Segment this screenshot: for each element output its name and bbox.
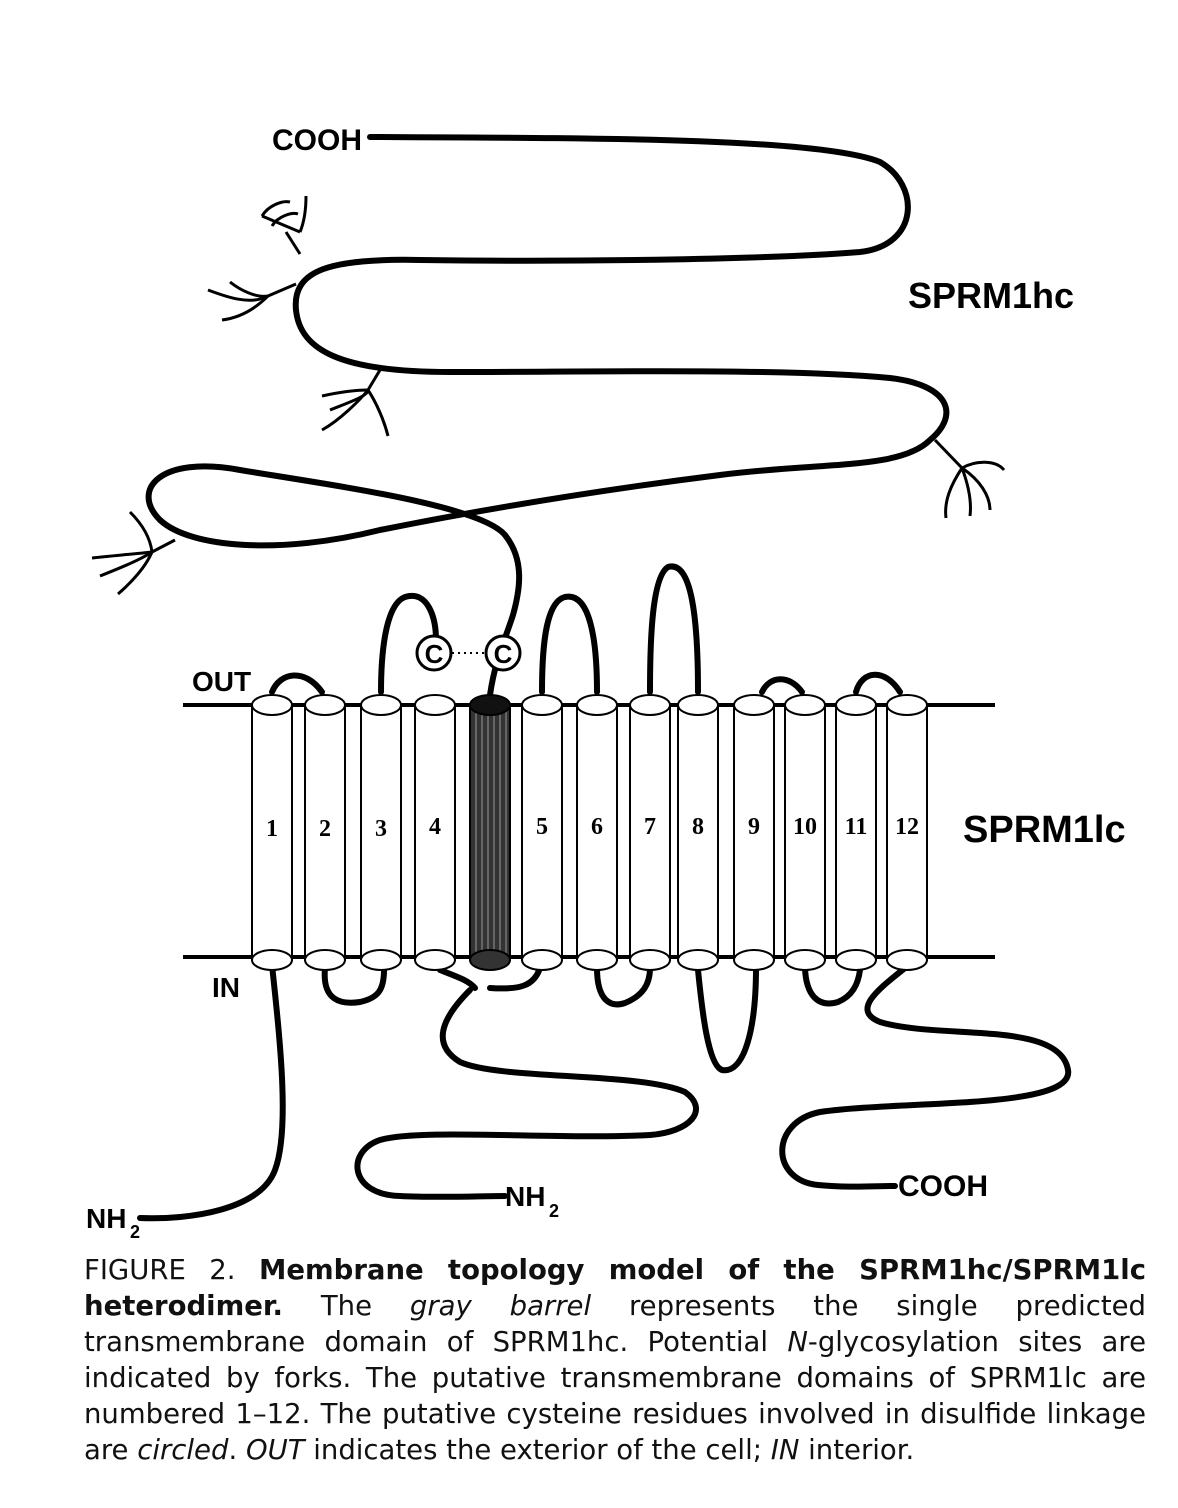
svg-text:NH: NH <box>505 1181 545 1212</box>
lc-extracellular-loops <box>269 563 903 695</box>
tm-number-4: 4 <box>429 814 441 840</box>
cysteine-circle-hc: C <box>484 634 522 672</box>
sprm1hc-label: SPRM1hc <box>908 275 1074 316</box>
cooh-top-label: COOH <box>272 124 362 157</box>
lc-intracellular-loops <box>137 962 1072 1222</box>
hc-barrel <box>469 694 511 971</box>
tm-number-12: 12 <box>895 814 919 840</box>
cooh-bottom-label: COOH <box>898 1170 988 1203</box>
figure-title: Membrane topology model of the SPRM1hc/S… <box>84 1254 1146 1322</box>
svg-text:2: 2 <box>130 1222 140 1240</box>
tm-number-7: 7 <box>644 814 656 840</box>
tm-number-2: 2 <box>319 816 331 842</box>
tm-numbers: 1 2 3 4 5 6 7 8 9 10 11 12 <box>266 814 919 842</box>
nh2-left-label: NH 2 <box>86 1203 140 1240</box>
glycosylation-fork-4 <box>91 510 176 596</box>
glycosylation-fork-2 <box>207 280 297 322</box>
tm-number-6: 6 <box>591 814 603 840</box>
svg-text:C: C <box>425 639 444 669</box>
glycosylation-fork-5 <box>933 438 1006 519</box>
svg-text:NH: NH <box>86 1203 126 1234</box>
figure-number: FIGURE 2. <box>84 1254 236 1286</box>
tm-number-8: 8 <box>692 814 704 840</box>
topology-diagram: C C 1 2 3 4 5 6 7 8 9 10 11 12 COOH SPRM… <box>86 124 1126 1240</box>
glycosylation-fork-3 <box>321 369 390 437</box>
svg-text:C: C <box>494 639 513 669</box>
nh2-mid-label: NH 2 <box>505 1181 559 1221</box>
tm-number-11: 11 <box>845 814 868 840</box>
out-label: OUT <box>192 666 251 697</box>
sprm1hc-chain <box>145 134 950 698</box>
sprm1lc-label: SPRM1lc <box>963 809 1126 851</box>
tm-number-9: 9 <box>748 814 760 840</box>
in-label: IN <box>212 972 240 1003</box>
lc-barrels <box>251 694 928 971</box>
tm-number-5: 5 <box>536 814 548 840</box>
tm-number-10: 10 <box>793 814 817 840</box>
tm-number-3: 3 <box>375 816 387 842</box>
tm-number-1: 1 <box>266 816 278 842</box>
glycosylation-fork-1 <box>260 195 308 255</box>
svg-text:2: 2 <box>549 1201 559 1221</box>
cysteine-circle-lc: C <box>415 634 453 672</box>
figure-caption: FIGURE 2. Membrane topology model of the… <box>84 1254 1147 1466</box>
